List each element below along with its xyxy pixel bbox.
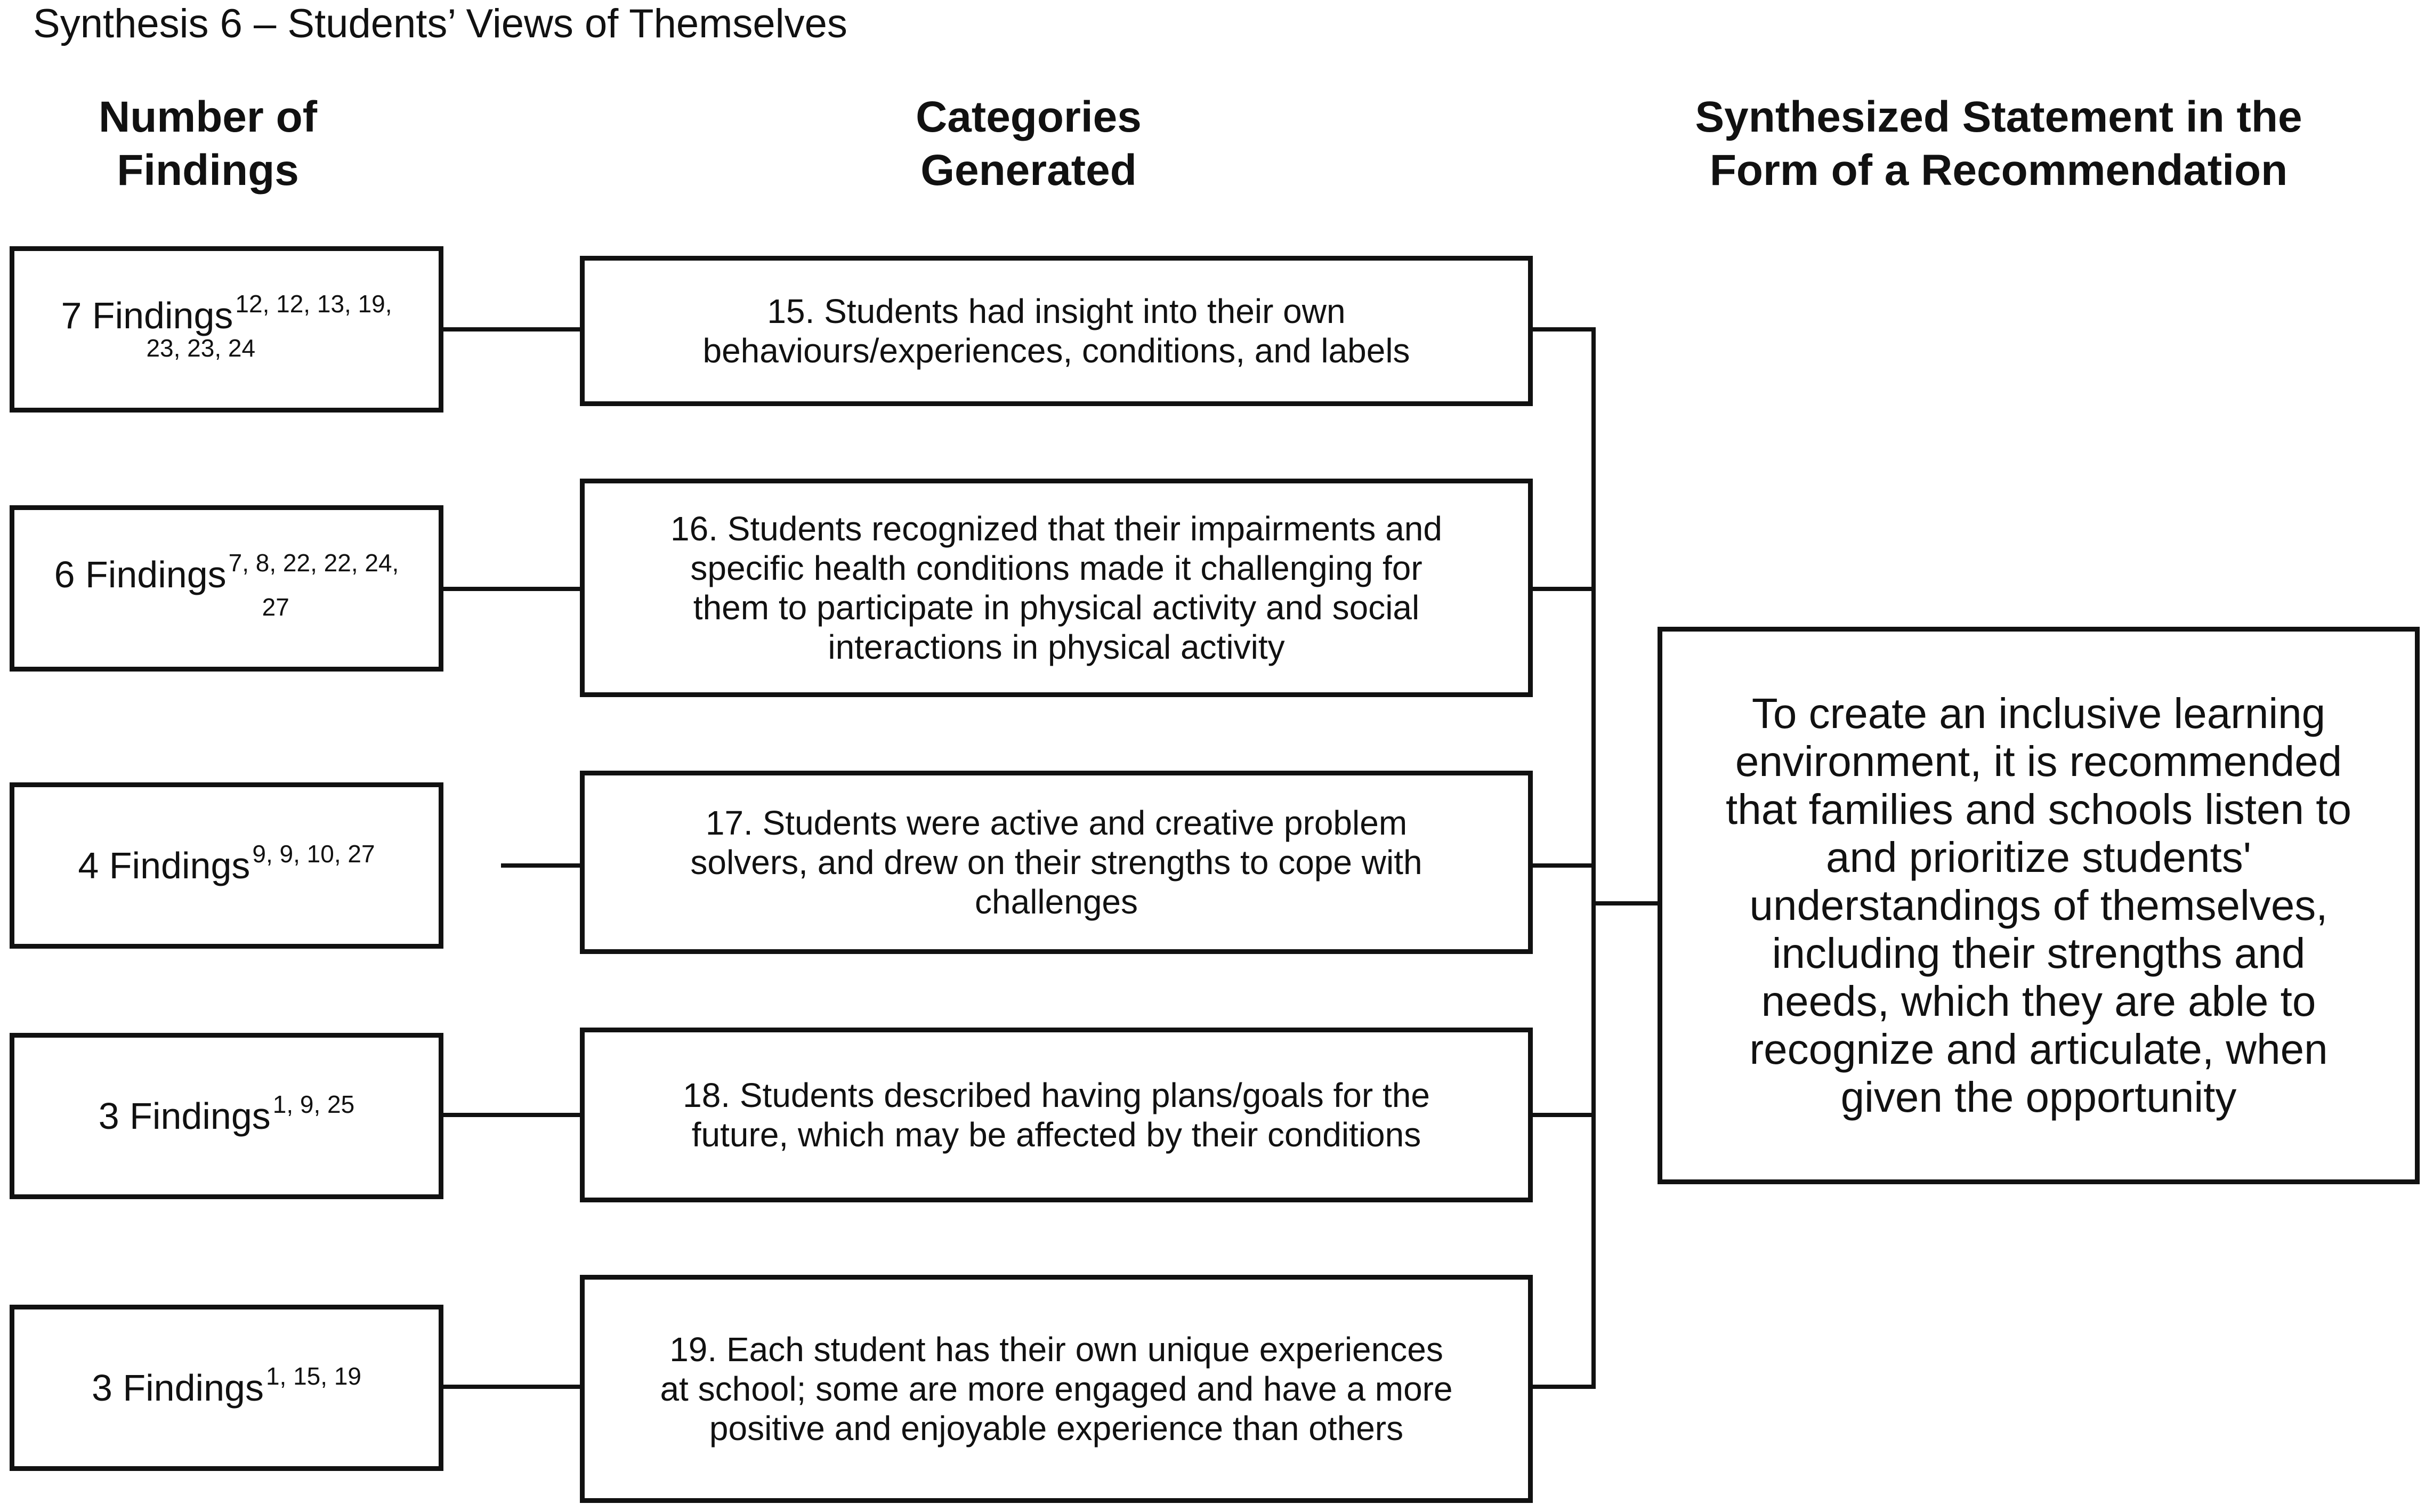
header-statement-line-2: Form of a Recommendation	[1709, 146, 2288, 195]
finding-references-continued: 27	[262, 593, 289, 621]
recommendation-line: recognize and articulate, when	[1749, 1025, 2328, 1073]
category-box-17: 17. Students were active and creative pr…	[580, 771, 1533, 954]
category-text-line: at school; some are more engaged and hav…	[660, 1370, 1453, 1408]
header-categories: Categories Generated	[815, 91, 1242, 197]
category-box-19: 19. Each student has their own unique ex…	[580, 1275, 1533, 1503]
header-categories-line-2: Generated	[920, 146, 1137, 195]
category-text-line: challenges	[975, 883, 1138, 921]
finding-references: 9, 9, 10, 27	[252, 840, 375, 868]
recommendation-line: understandings of themselves,	[1749, 882, 2328, 929]
header-statement-line-1: Synthesized Statement in the	[1695, 93, 2302, 141]
header-categories-line-1: Categories	[916, 93, 1142, 141]
finding-label: 7 Findings	[61, 295, 233, 336]
category-text-line: future, which may be affected by their c…	[691, 1115, 1421, 1154]
finding-references-continued: 23, 23, 24	[146, 334, 256, 362]
category-text-line: solvers, and drew on their strengths to …	[690, 843, 1422, 882]
category-text-line: behaviours/experiences, conditions, and …	[702, 331, 1410, 370]
recommendation-box: To create an inclusive learning environm…	[1658, 627, 2420, 1184]
category-box-16: 16. Students recognized that their impai…	[580, 479, 1533, 697]
category-text-line: 18. Students described having plans/goal…	[683, 1076, 1430, 1114]
diagram-title: Synthesis 6 – Students’ Views of Themsel…	[33, 1, 847, 46]
recommendation-line: environment, it is recommended	[1735, 738, 2342, 785]
category-text-line: them to participate in physical activity…	[693, 588, 1420, 627]
category-text-line: 19. Each student has their own unique ex…	[669, 1330, 1443, 1369]
recommendation-line: that families and schools listen to	[1726, 786, 2351, 833]
category-box-18: 18. Students described having plans/goal…	[580, 1028, 1533, 1202]
finding-label: 6 Findings	[54, 554, 227, 595]
finding-references: 12, 12, 13, 19,	[235, 290, 392, 318]
recommendation-line: needs, which they are able to	[1761, 977, 2316, 1025]
finding-label: 3 Findings	[91, 1367, 264, 1409]
finding-references: 1, 9, 25	[272, 1090, 355, 1118]
category-text-line: positive and enjoyable experience than o…	[709, 1409, 1404, 1448]
finding-label: 4 Findings	[78, 845, 250, 886]
category-text-line: interactions in physical activity	[828, 628, 1285, 666]
recommendation-line: and prioritize students'	[1826, 834, 2251, 881]
recommendation-line: To create an inclusive learning	[1751, 690, 2326, 737]
finding-label: 3 Findings	[98, 1095, 271, 1137]
recommendation-line: given the opportunity	[1840, 1073, 2237, 1121]
recommendation-line: including their strengths and	[1772, 929, 2306, 977]
finding-references: 1, 15, 19	[265, 1362, 361, 1390]
category-text-line: specific health conditions made it chall…	[690, 549, 1422, 587]
header-findings-line-1: Number of	[99, 93, 317, 141]
category-box-15: 15. Students had insight into their own …	[580, 256, 1533, 406]
category-text-line: 16. Students recognized that their impai…	[670, 510, 1442, 548]
category-text-line: 17. Students were active and creative pr…	[705, 804, 1408, 842]
header-statement: Synthesized Statement in the Form of a R…	[1642, 91, 2356, 197]
finding-references: 7, 8, 22, 22, 24,	[228, 549, 399, 577]
header-findings: Number of Findings	[32, 91, 384, 197]
header-findings-line-2: Findings	[117, 146, 299, 195]
category-text-line: 15. Students had insight into their own	[767, 292, 1346, 330]
